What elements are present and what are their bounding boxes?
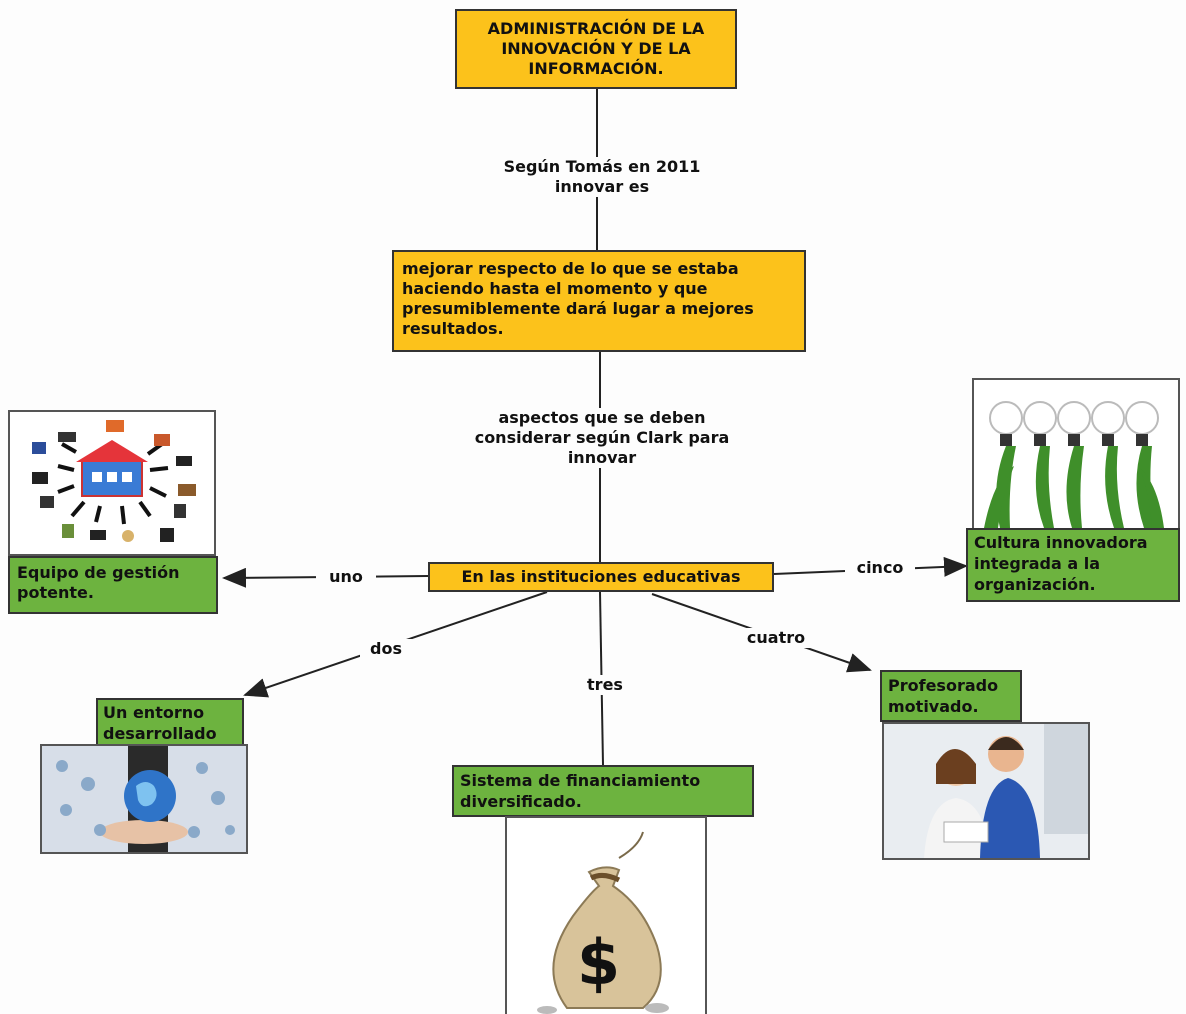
environment-image — [40, 744, 248, 854]
link-label-definition: Según Tomás en 2011 innovar es — [500, 157, 704, 197]
svg-text:$: $ — [577, 926, 620, 999]
center-node: En las instituciones educativas — [428, 562, 774, 592]
financing-node: Sistema de financiamiento diversificado. — [452, 765, 754, 817]
link-label-cuatro: cuatro — [734, 628, 818, 648]
culture-node: Cultura innovadora integrada a la organi… — [966, 528, 1180, 602]
money-image: $ — [505, 816, 707, 1014]
environment-node: Un entorno desarrollado — [96, 698, 244, 746]
link-label-aspects: aspectos que se deben considerar según C… — [470, 408, 734, 468]
culture-image — [972, 378, 1180, 530]
link-label-uno: uno — [316, 567, 376, 587]
definition-node: mejorar respecto de lo que se estaba hac… — [392, 250, 806, 352]
title-node: ADMINISTRACIÓN DE LA INNOVACIÓN Y DE LA … — [455, 9, 737, 89]
teacher-image — [882, 722, 1090, 860]
link-label-dos: dos — [360, 639, 412, 659]
team-node: Equipo de gestión potente. — [8, 556, 218, 614]
link-label-tres: tres — [576, 675, 634, 695]
link-label-cinco: cinco — [845, 558, 915, 578]
teachers-node: Profesorado motivado. — [880, 670, 1022, 722]
team-image — [8, 410, 216, 556]
